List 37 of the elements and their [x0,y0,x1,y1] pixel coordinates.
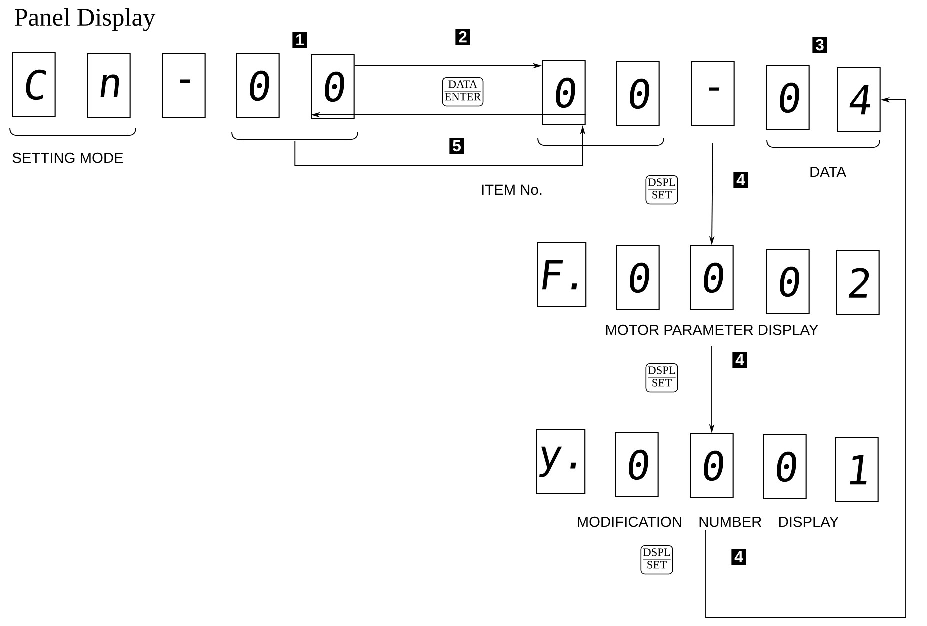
digit-display: 0 [236,53,280,119]
digit-display: 0 [615,432,659,498]
key-button: DSPL SET [640,545,674,575]
digit-display: 0 [616,245,660,311]
digit-display: 0 [766,249,810,315]
key-button: DATA ENTER [442,77,484,107]
key-button: DSPL SET [646,175,678,205]
caption: DATA [810,166,846,178]
digit-display: - [691,61,735,127]
caption: SETTING MODE [12,152,124,164]
step-number: 5 [450,138,464,154]
digit-display: 0 [690,433,734,499]
digit-display: y. [536,429,586,495]
digit-display: - [162,53,206,119]
digit-display: 0 [616,61,660,127]
digit-display: 0 [542,60,586,126]
digit-display: F. [537,242,587,308]
step-number: 4 [732,549,746,565]
title: Panel Display [15,8,156,32]
caption: MODIFICATION NUMBER DISPLAY [578,516,839,528]
digit-display: 0 [766,65,810,131]
caption: MOTOR PARAMETER DISPLAY [606,324,818,336]
digit-display: 4 [837,67,881,133]
digit-display: 1 [835,437,879,503]
step-number: 1 [292,32,308,48]
step-number: 4 [732,352,748,368]
digit-display: C [12,52,56,118]
step-number: 3 [812,37,828,53]
key-button: DSPL SET [646,363,678,393]
caption: ITEM No. [482,184,542,196]
digit-display: 0 [311,54,355,120]
step-number: 2 [456,29,470,45]
step-number: 4 [734,172,748,188]
digit-display: 0 [690,245,734,311]
digit-display: n [87,53,131,119]
digit-display: 0 [763,434,807,500]
digit-display: 2 [836,250,880,316]
